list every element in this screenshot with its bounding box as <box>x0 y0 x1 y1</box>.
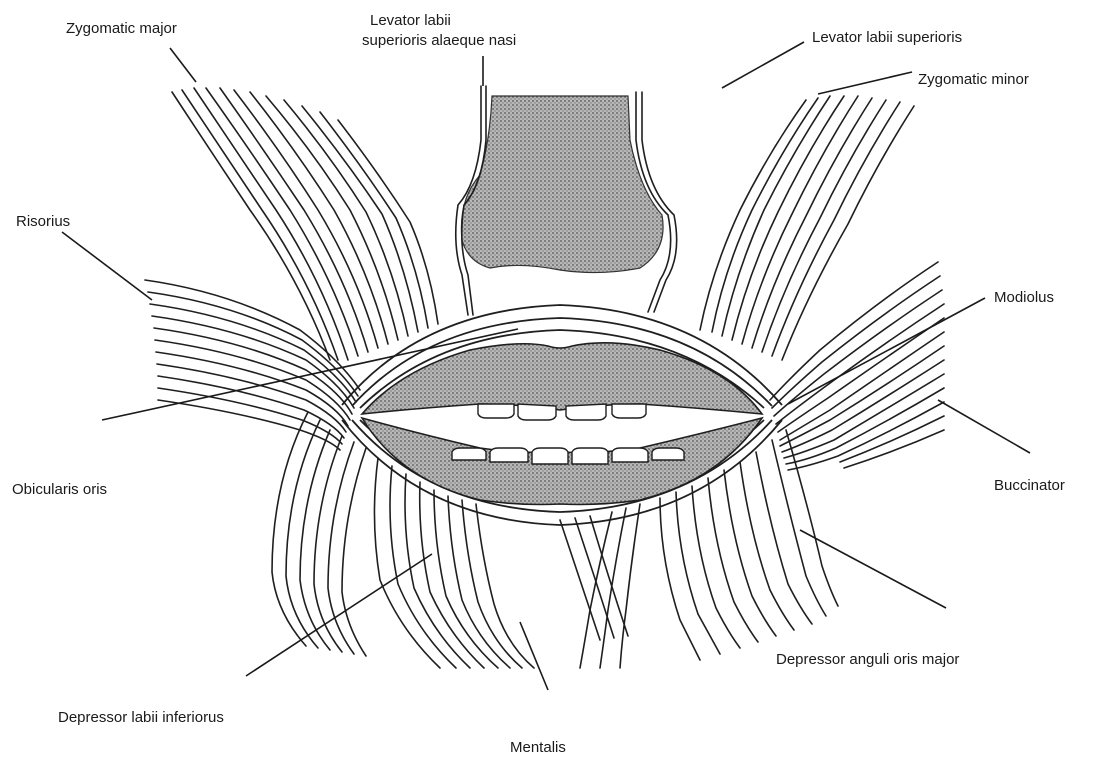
zygomatic-major-fibers <box>172 88 438 360</box>
label-mentalis: Mentalis <box>510 739 566 756</box>
label-obicularis-oris: Obicularis oris <box>12 481 107 498</box>
label-levator-alaeque-line1: Levator labii <box>370 12 451 29</box>
label-levator-superioris: Levator labii superioris <box>812 29 962 46</box>
leader-modiolus <box>788 298 985 404</box>
label-buccinator: Buccinator <box>994 477 1065 494</box>
label-levator-alaeque-line2: superioris alaeque nasi <box>362 32 516 49</box>
zygomatic-minor-fibers <box>700 96 914 360</box>
nasal-column <box>456 86 677 315</box>
leader-zygomatic-minor <box>818 72 912 94</box>
label-depressor-labii: Depressor labii inferiorus <box>58 709 224 726</box>
label-zygomatic-minor: Zygomatic minor <box>918 71 1029 88</box>
leader-levator-superioris <box>722 42 804 88</box>
label-risorius: Risorius <box>16 213 70 230</box>
label-zygomatic-major: Zygomatic major <box>66 20 177 37</box>
leader-zygomatic-major <box>170 48 196 82</box>
leader-depressor-anguli <box>800 530 946 608</box>
label-depressor-anguli: Depressor anguli oris major <box>776 651 959 668</box>
leader-depressor-labii <box>246 554 432 676</box>
leader-mentalis <box>520 622 548 690</box>
leader-buccinator <box>938 400 1030 453</box>
label-modiolus: Modiolus <box>994 289 1054 306</box>
leader-risorius <box>62 232 152 300</box>
lips <box>362 343 762 505</box>
